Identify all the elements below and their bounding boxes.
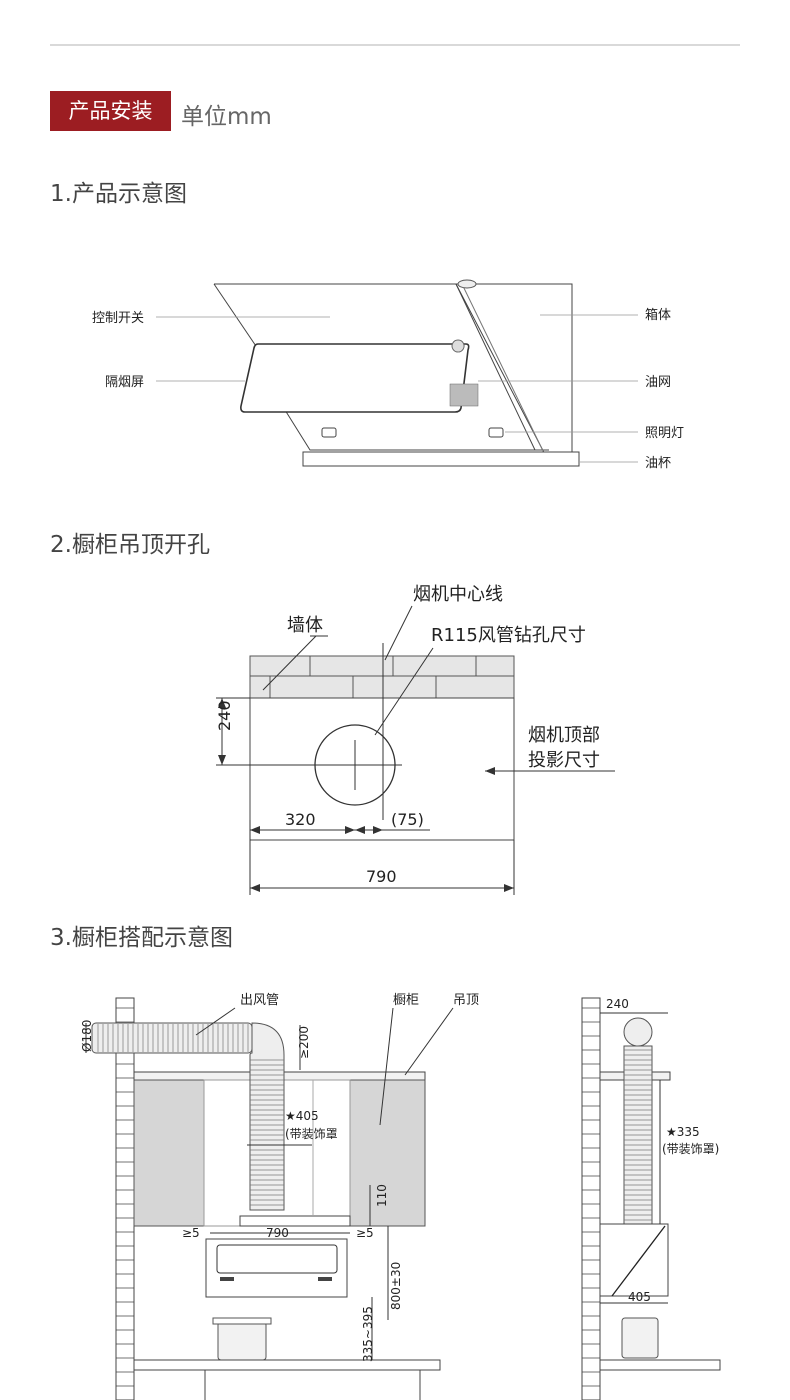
section-badge: 产品安装	[50, 91, 171, 131]
label-smoke-screen: 隔烟屏	[105, 375, 144, 390]
dim-ge5-right: ≥5	[356, 1226, 374, 1240]
label-cabinet: 橱柜	[393, 993, 419, 1008]
cabinet-right	[349, 1079, 426, 1227]
section-title-2: 2.橱柜吊顶开孔	[50, 532, 210, 558]
dim-h405: ★405	[285, 1109, 319, 1123]
smoke-screen	[240, 343, 470, 413]
label-cabinet-body: 箱体	[645, 307, 671, 323]
dim-ge200: ≥200	[297, 1026, 311, 1059]
light-left	[321, 427, 337, 438]
cabinet-arrangement-diagram: 出风管 橱柜 吊顶 Ø180 ≥200 ★405 (带装饰罩 110 ≥5 79…	[80, 993, 721, 1400]
label-center-line: 烟机中心线	[413, 584, 503, 605]
cabinet-left	[133, 1079, 205, 1227]
side-wall	[581, 997, 601, 1400]
side-duct-end	[623, 1017, 653, 1047]
dim-h335: 335~395	[361, 1306, 375, 1362]
dim-75: (75)	[391, 810, 424, 829]
oil-net	[449, 383, 479, 407]
dim-240: 240	[215, 700, 234, 731]
wall-bricks	[249, 655, 515, 699]
label-side-cover: (带装饰罩)	[662, 1142, 719, 1156]
dim-d180: Ø180	[80, 1020, 94, 1052]
label-projection-2: 投影尺寸	[528, 750, 600, 771]
dim-790: 790	[366, 867, 397, 886]
label-light: 照明灯	[645, 426, 684, 441]
section-title-1: 1.产品示意图	[50, 181, 187, 207]
label-drill-hole: R115风管钻孔尺寸	[431, 625, 586, 646]
countertop	[133, 1359, 441, 1371]
control-knob	[457, 279, 477, 289]
ceiling-opening-diagram: 墙体 烟机中心线 R115风管钻孔尺寸 烟机顶部 投影尺寸 240 320 (7…	[215, 584, 615, 895]
dim-side-405: 405	[628, 1290, 651, 1304]
top-divider	[50, 44, 740, 46]
unit-label: 单位mm	[181, 104, 272, 130]
label-wall: 墙体	[287, 615, 323, 636]
dim-w790: 790	[266, 1226, 289, 1240]
label-oil-cup: 油杯	[645, 456, 671, 471]
oil-cup	[302, 451, 580, 467]
dim-ge5-left: ≥5	[182, 1226, 200, 1240]
pot	[217, 1321, 267, 1361]
label-duct: 出风管	[240, 993, 279, 1008]
light-right	[488, 427, 504, 438]
side-hood	[599, 1223, 669, 1297]
label-ceiling: 吊顶	[453, 993, 479, 1008]
label-oil-net: 油网	[645, 375, 671, 390]
label-with-cover: (带装饰罩	[285, 1127, 338, 1141]
label-control-switch: 控制开关	[92, 311, 144, 326]
label-projection-1: 烟机顶部	[528, 725, 600, 746]
hood-top	[239, 1215, 351, 1227]
section-title-3: 3.橱柜搭配示意图	[50, 925, 233, 951]
dim-h110: 110	[375, 1184, 389, 1207]
dim-side-240: 240	[606, 997, 629, 1011]
left-wall	[115, 997, 135, 1400]
dim-h800: 800±30	[389, 1262, 403, 1310]
dim-320: 320	[285, 810, 316, 829]
dim-side-335: ★335	[666, 1125, 700, 1139]
product-diagram: 控制开关 隔烟屏 箱体 油网 照明灯 油杯	[92, 279, 684, 471]
